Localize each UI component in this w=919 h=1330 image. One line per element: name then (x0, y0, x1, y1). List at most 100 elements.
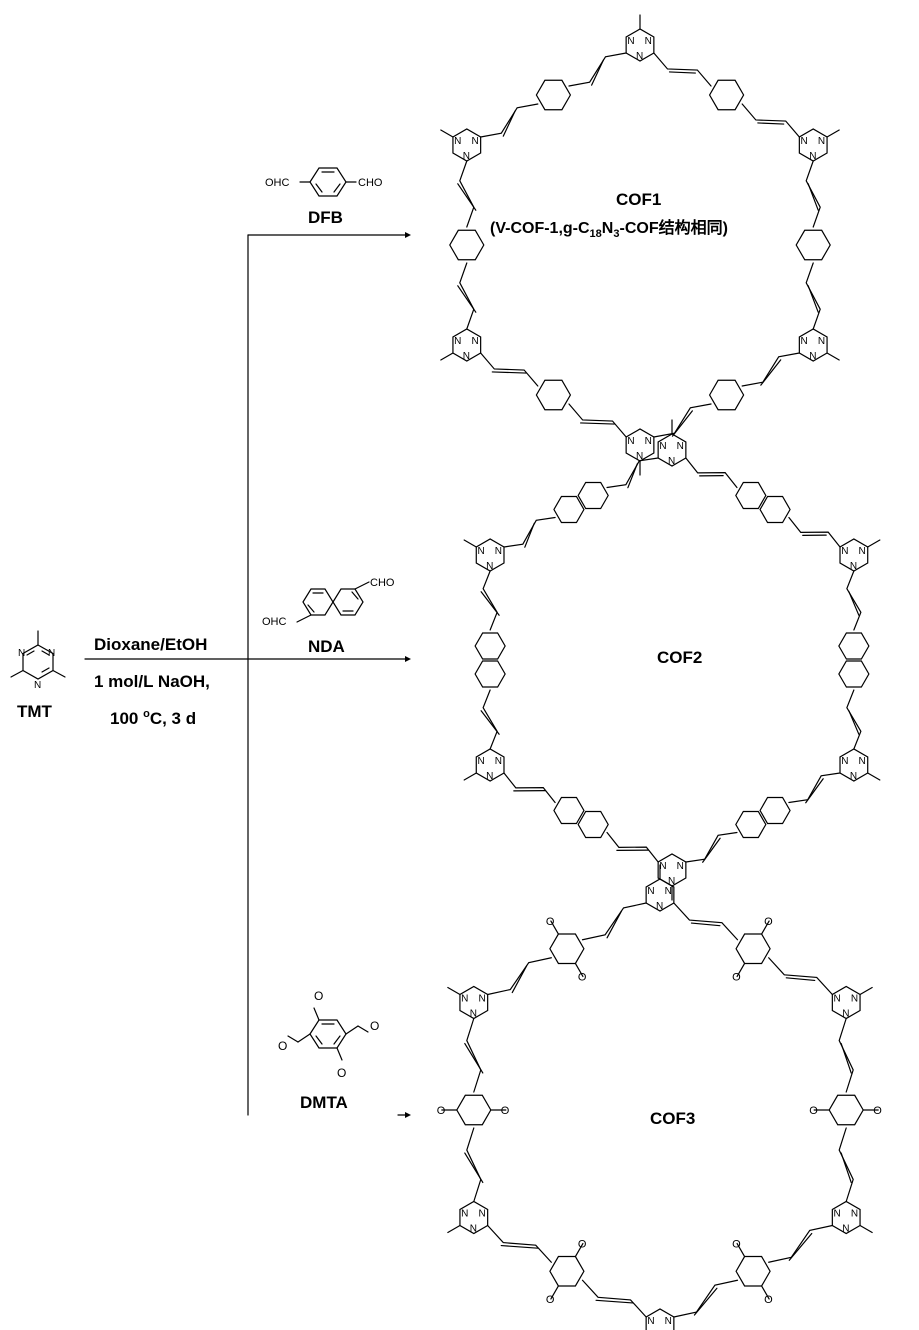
dmta-oxygen-right: O (370, 1019, 379, 1033)
cof2-label: COF2 (657, 648, 702, 667)
n-atom: N (659, 441, 666, 452)
n-atom: N (627, 436, 634, 447)
vinylene-link (457, 262, 477, 330)
conditions-temp-time: 100 oC, 3 d (110, 708, 196, 728)
n-atom: N (478, 994, 485, 1005)
cof3-label: COF3 (650, 1109, 695, 1128)
dfb-aldehyde-right: CHO (358, 177, 383, 189)
n-atom: N (461, 994, 468, 1005)
conditions-base: 1 mol/L NaOH, (94, 672, 210, 691)
vinylene-link (768, 1224, 833, 1263)
methoxy-oxygen: O (546, 1294, 555, 1306)
vinylene-link (685, 457, 738, 489)
n-atom: N (656, 901, 663, 912)
nda-label: NDA (308, 637, 345, 656)
dmta-oxygen-left: O (278, 1039, 287, 1053)
dfb-structure (299, 167, 357, 197)
benzene-linker-unit (795, 229, 831, 261)
n-atom: N (627, 36, 634, 47)
nda-structure (296, 581, 370, 623)
n-atom: N (665, 1316, 672, 1327)
dmta-oxygen-top: O (314, 989, 323, 1003)
n-atom: N (477, 756, 484, 767)
vinylene-link (673, 902, 739, 941)
n-atom: N (477, 546, 484, 557)
methoxy-oxygen: O (873, 1105, 882, 1117)
n-atom: N (34, 680, 41, 691)
dfb-aldehyde-left: OHC (265, 177, 290, 189)
tmt-label: TMT (17, 702, 53, 721)
methoxy-oxygen: O (764, 1294, 773, 1306)
vinylene-link (653, 52, 712, 87)
n-atom: N (478, 1209, 485, 1220)
vinylene-link (581, 1279, 647, 1318)
vinylene-link (464, 1127, 484, 1203)
n-atom: N (463, 151, 470, 162)
vinylene-link (838, 1127, 854, 1203)
n-atom: N (470, 1224, 477, 1235)
n-atom: N (645, 36, 652, 47)
n-atom: N (48, 648, 55, 659)
n-atom: N (471, 336, 478, 347)
triazine-node: NNN (645, 1308, 675, 1330)
dmta-linker-unit: OO (437, 1094, 510, 1126)
n-atom: N (842, 1224, 849, 1235)
methoxy-oxygen: O (546, 916, 555, 928)
vinylene-link (480, 103, 539, 138)
dmta-linker-unit: OO (732, 1239, 773, 1306)
methoxy-oxygen: O (437, 1105, 446, 1117)
vinylene-link (487, 957, 552, 996)
naph-linker-unit (735, 481, 791, 524)
methoxy-oxygen: O (764, 916, 773, 928)
vinylene-link (568, 52, 627, 87)
vinylene-link (480, 570, 500, 631)
naph-linker-unit (553, 481, 609, 524)
methoxy-oxygen: O (501, 1105, 510, 1117)
vinylene-link (653, 403, 712, 438)
n-atom: N (495, 756, 502, 767)
n-atom: N (859, 546, 866, 557)
conditions-solvent: Dioxane/EtOH (94, 635, 207, 654)
n-atom: N (647, 886, 654, 897)
vinylene-link (846, 570, 862, 631)
n-atom: N (495, 546, 502, 557)
n-atom: N (677, 441, 684, 452)
n-atom: N (463, 351, 470, 362)
n-atom: N (668, 456, 675, 467)
dmta-linker-unit: OO (546, 1239, 587, 1306)
n-atom: N (636, 51, 643, 62)
vinylene-link (805, 262, 821, 330)
n-atom: N (668, 876, 675, 887)
n-atom: N (809, 151, 816, 162)
vinylene-link (788, 772, 841, 804)
dfb-label: DFB (308, 208, 343, 227)
n-atom: N (486, 771, 493, 782)
nda-aldehyde-right: CHO (370, 577, 395, 589)
vinylene-link (581, 902, 647, 941)
naph-linker-unit (553, 796, 609, 839)
naph-linker-unit (735, 796, 791, 839)
vinylene-link (503, 772, 556, 804)
cof1-label: COF1 (616, 190, 661, 209)
n-atom: N (636, 451, 643, 462)
dmta-linker-unit: OO (732, 916, 773, 983)
tmt-structure: N N N (10, 630, 66, 691)
vinylene-link (685, 831, 738, 863)
n-atom: N (454, 336, 461, 347)
vinylene-link (838, 1017, 854, 1093)
n-atom: N (665, 886, 672, 897)
naph-linker-unit (474, 632, 506, 688)
n-atom: N (801, 136, 808, 147)
dmta-structure (287, 1007, 369, 1061)
vinylene-link (480, 689, 500, 750)
